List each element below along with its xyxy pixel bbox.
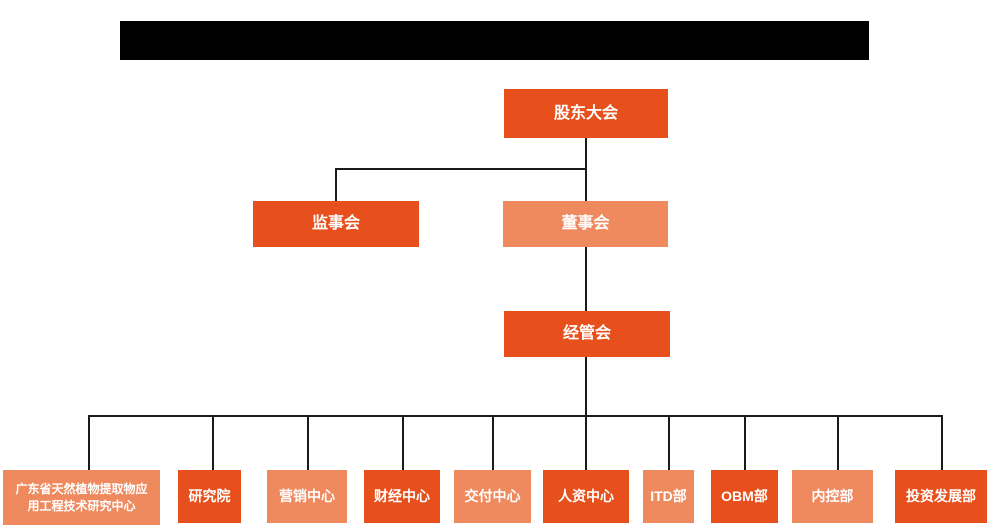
node-board-of-directors: 董事会 (503, 201, 668, 247)
node-management-committee: 经管会 (504, 311, 670, 357)
connector-supervisory-drop (335, 168, 337, 201)
connector-drop-9 (837, 415, 839, 470)
connector-drop-5 (492, 415, 494, 470)
connector-board-to-management (585, 247, 587, 311)
connector-drop-6 (585, 415, 587, 470)
node-dept-internal-control: 内控部 (792, 470, 873, 523)
node-dept-marketing-center: 营销中心 (267, 470, 347, 523)
connector-drop-10 (941, 415, 943, 470)
connector-drop-4 (402, 415, 404, 470)
node-supervisory-board: 监事会 (253, 201, 419, 247)
connector-drop-8 (744, 415, 746, 470)
connector-drop-1 (88, 415, 90, 470)
node-shareholders-meeting: 股东大会 (504, 89, 668, 138)
node-dept-research-institute: 研究院 (178, 470, 241, 523)
node-dept-obm: OBM部 (711, 470, 778, 523)
node-dept-guangdong-research-center: 广东省天然植物提取物应用工程技术研究中心 (3, 470, 160, 525)
node-dept-hr-center: 人资中心 (543, 470, 629, 523)
redacted-title-bar (120, 21, 869, 60)
node-dept-investment-development: 投资发展部 (895, 470, 987, 523)
node-dept-delivery-center: 交付中心 (454, 470, 531, 523)
connector-drop-3 (307, 415, 309, 470)
connector-management-down (585, 357, 587, 416)
connector-drop-2 (212, 415, 214, 470)
connector-departments-horizontal (88, 415, 943, 417)
connector-level2-horizontal (336, 168, 587, 170)
node-dept-finance-center: 财经中心 (364, 470, 440, 523)
connector-drop-7 (668, 415, 670, 470)
node-dept-itd: ITD部 (643, 470, 694, 523)
